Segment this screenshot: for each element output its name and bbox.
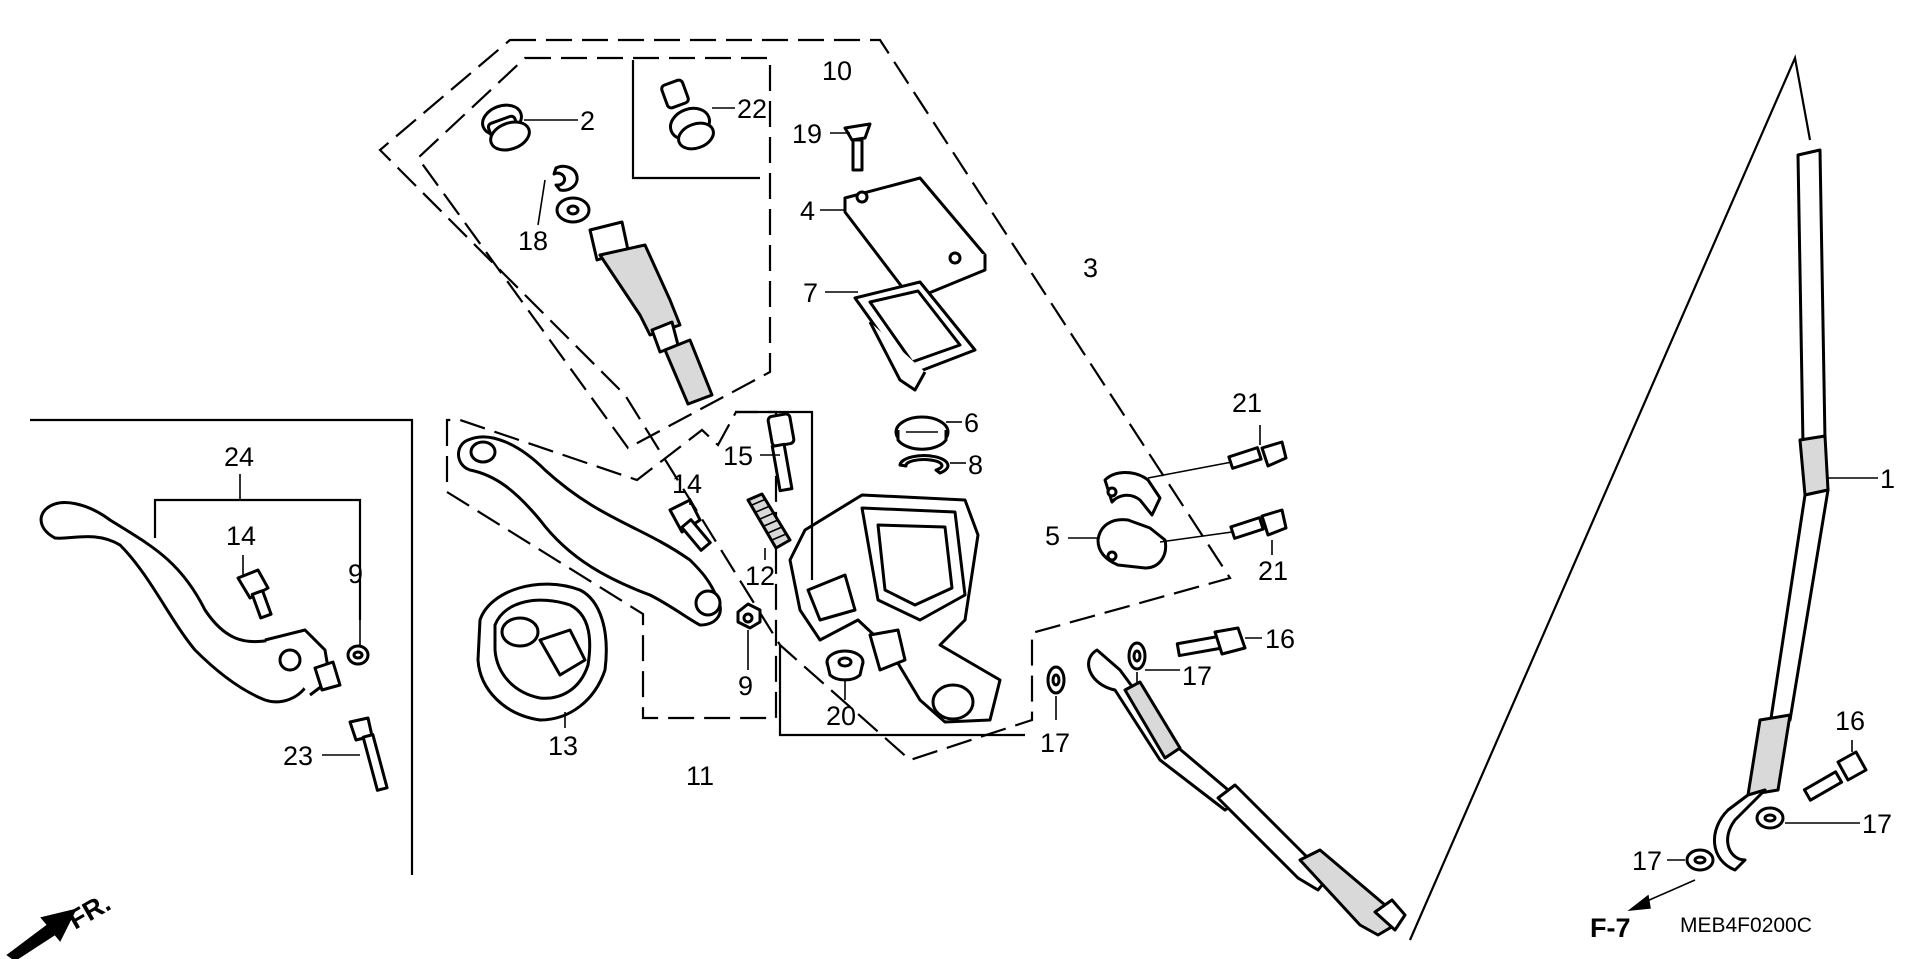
part-14-pivot-upper (668, 498, 712, 552)
bracket-3 (778, 645, 1025, 737)
group-10-boundary (416, 56, 772, 450)
part-5-holder (1096, 471, 1168, 570)
callout-22: 22 (737, 94, 767, 124)
part-21-bolt-lower (1229, 508, 1288, 540)
callout-14-upper: 14 (672, 469, 702, 499)
callout-17-a: 17 (1182, 661, 1212, 691)
master-cylinder (788, 493, 1002, 724)
part-17-washer-d (1685, 848, 1715, 872)
callout-5: 5 (1045, 521, 1060, 551)
callout-2: 2 (580, 106, 595, 136)
callout-16-lower: 16 (1835, 706, 1865, 736)
part-16-bolt-upper (1175, 626, 1247, 658)
callout-15: 15 (723, 441, 753, 471)
part-7-diaphragm (853, 280, 977, 392)
part-17-washer-b (1046, 665, 1066, 695)
part-20-boot (825, 649, 865, 682)
callout-17-b: 17 (1040, 728, 1070, 758)
f7-arrow (1627, 879, 1696, 912)
part-18-circlip (552, 164, 579, 192)
leader-21-lower-line (1159, 531, 1233, 543)
part-9-collar-left (346, 644, 370, 666)
callout-18: 18 (518, 226, 548, 256)
callout-4: 4 (800, 196, 815, 226)
part-2-cap (481, 103, 531, 152)
leader-18 (537, 179, 546, 226)
part-6-plate (894, 415, 950, 451)
callout-13: 13 (548, 731, 578, 761)
callout-10: 10 (822, 56, 852, 86)
callout-20: 20 (826, 701, 856, 731)
part-4-cap (843, 176, 987, 302)
part-17-washer-a (1127, 641, 1147, 671)
callout-14-left: 14 (226, 521, 256, 551)
group-3-boundary (378, 38, 1232, 762)
part-13-cover (476, 582, 608, 722)
callout-3: 3 (1083, 253, 1098, 283)
bracket-22 (631, 60, 760, 180)
fr-label: FR. (63, 887, 116, 935)
part-22-fitting (660, 78, 715, 151)
callout-16-upper: 16 (1265, 624, 1295, 654)
part-19-screw (843, 122, 872, 172)
part-21-bolt-upper (1227, 440, 1288, 470)
callout-11: 11 (686, 761, 714, 791)
callout-9-upper: 9 (738, 671, 753, 701)
callout-19: 19 (792, 119, 822, 149)
callout-7: 7 (803, 278, 818, 308)
callout-21-lower: 21 (1258, 556, 1288, 586)
part-23-bolt (348, 716, 389, 792)
callout-23: 23 (283, 741, 313, 771)
fr-arrow (6, 908, 77, 959)
bracket-24 (153, 498, 362, 620)
bracket-15 (735, 410, 814, 580)
group-24-frame (30, 418, 414, 875)
page-ref: F-7 (1590, 913, 1631, 943)
callout-24: 24 (224, 442, 254, 472)
part-12-spring (746, 492, 792, 550)
washer-18 (555, 196, 591, 224)
callout-8: 8 (968, 450, 983, 480)
callout-17-d: 17 (1632, 846, 1662, 876)
part-8-clip (898, 454, 950, 475)
piston-assembly (588, 220, 714, 406)
callout-9-left: 9 (348, 559, 363, 589)
leader-21-upper-line (1147, 461, 1233, 479)
part-11-lever (457, 435, 722, 627)
diagram-code: MEB4F0200C (1680, 914, 1812, 937)
part-17-washer-c (1755, 806, 1785, 830)
part-24-lever (39, 501, 342, 704)
callout-12: 12 (745, 561, 775, 591)
part-9-collar-upper (736, 602, 762, 630)
hose-1-leader (1408, 54, 1812, 941)
callout-21-upper: 21 (1232, 388, 1262, 418)
part-16-bolt-lower (1802, 750, 1868, 802)
callout-6: 6 (964, 408, 979, 438)
callout-1: 1 (1880, 464, 1895, 494)
part-15-bolt (766, 412, 796, 493)
part-1-hose (1087, 148, 1830, 937)
part-14-pivot-left (236, 568, 273, 620)
callout-17-c: 17 (1862, 809, 1892, 839)
